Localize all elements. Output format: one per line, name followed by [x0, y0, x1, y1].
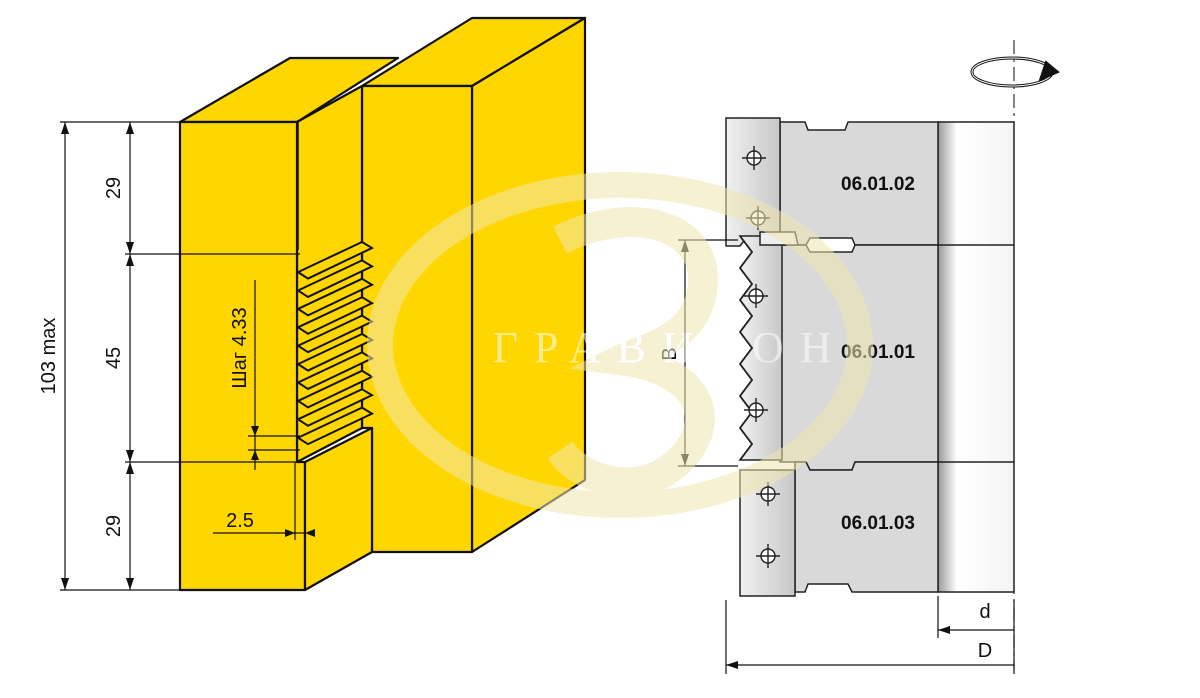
screw-icon [756, 544, 780, 568]
profile-tooth [295, 296, 375, 335]
dim-top-label: 29 [103, 177, 125, 199]
profile-tooth [295, 388, 375, 427]
profile-bottom-step [303, 426, 374, 592]
pitch-label: Шаг 4.33 [229, 307, 251, 388]
segment-label-bottom: 06.01.03 [841, 513, 915, 534]
dim-total-label: 103 max [38, 318, 60, 395]
screw-icon [742, 146, 766, 170]
dim-middle-label: 45 [103, 347, 125, 369]
segment-label-top: 06.01.02 [841, 174, 915, 195]
profile-3d-block [178, 16, 587, 592]
watermark-text: ГРАВИТОН [492, 323, 847, 372]
screw-icon [744, 398, 768, 422]
profile-tooth [295, 277, 375, 317]
cutter-shaft [937, 121, 1015, 593]
cutter-blade-teeth [738, 235, 754, 461]
dim-bottom-label: 29 [103, 515, 125, 537]
profile-tooth [295, 240, 375, 280]
rotation-arrow-icon [970, 56, 1060, 88]
screw-icon [744, 284, 768, 308]
profile-dimensions [60, 121, 306, 591]
profile-tooth [295, 259, 375, 299]
watermark-logo: ГРАВИТОН [367, 172, 873, 518]
tooth-depth-label: 2.5 [226, 510, 254, 532]
dim-outer-label: D [978, 640, 992, 662]
profile-tooth [295, 406, 375, 446]
screw-icon [756, 482, 780, 506]
profile-arrowheads [61, 122, 315, 590]
dim-bore-label: d [979, 601, 990, 623]
cutter-body-bottom [794, 461, 939, 593]
profile-teeth [295, 240, 375, 446]
